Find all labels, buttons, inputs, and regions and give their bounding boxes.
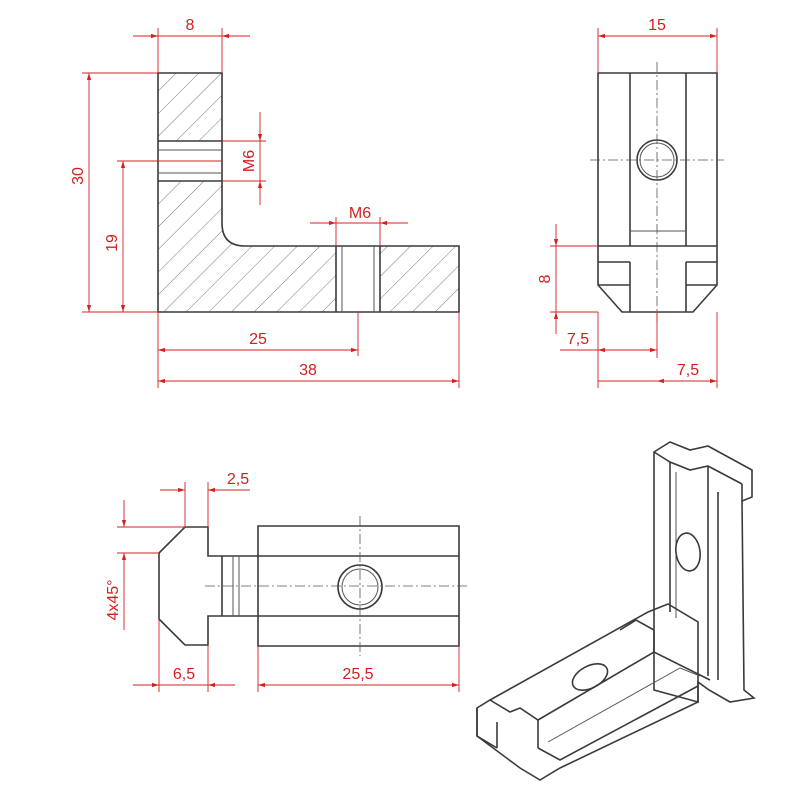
dim-thread-vertical-label: M6: [241, 150, 258, 172]
dim-head-length-label: 6,5: [173, 666, 195, 683]
dim-width-top-label: 8: [186, 17, 195, 34]
side-view-body: [590, 62, 724, 322]
dim-side-offset-left-label: 7,5: [567, 331, 589, 348]
side-view: 15 8 7,5 7,5: [537, 17, 724, 388]
dim-side-offset-right: 7,5: [598, 312, 718, 388]
dim-side-width-label: 15: [648, 17, 666, 34]
dim-height-total-label: 30: [70, 167, 87, 185]
front-view: 8 M6 M6 30: [70, 17, 460, 388]
dim-thread-horizontal: M6: [310, 205, 408, 246]
dim-body-length: 25,5: [257, 646, 460, 692]
dim-height-hole: 19: [104, 160, 222, 312]
dim-height-total: 30: [70, 72, 158, 313]
dim-thread-horizontal-label: M6: [349, 205, 371, 222]
dim-neck-width: 2,5: [160, 471, 250, 527]
dim-length-hole: 25: [157, 312, 359, 388]
top-view: 2,5 4x45° 6,5 25,5: [105, 471, 470, 692]
dim-width-top: 8: [133, 17, 250, 73]
isometric-view: [476, 441, 756, 781]
dim-length-total-label: 38: [299, 362, 317, 379]
dim-height-hole-label: 19: [104, 234, 121, 252]
top-view-body: [158, 516, 470, 656]
dim-length-hole-label: 25: [249, 331, 267, 348]
dim-body-length-label: 25,5: [342, 666, 373, 683]
dim-chamfer-label: 4x45°: [105, 579, 122, 620]
dim-side-width: 15: [597, 17, 718, 73]
dim-thread-vertical: M6: [222, 112, 266, 205]
dim-side-offset-right-label: 7,5: [677, 362, 699, 379]
dim-head-length: 6,5: [133, 619, 235, 692]
dim-side-offset-left: 7,5: [560, 312, 658, 388]
dim-length-total: 38: [158, 312, 460, 388]
dim-side-slot-label: 8: [537, 274, 554, 283]
front-view-body: [157, 72, 460, 313]
dim-side-slot: 8: [537, 224, 598, 334]
dim-neck-width-label: 2,5: [227, 471, 249, 488]
dim-chamfer: 4x45°: [105, 500, 185, 630]
